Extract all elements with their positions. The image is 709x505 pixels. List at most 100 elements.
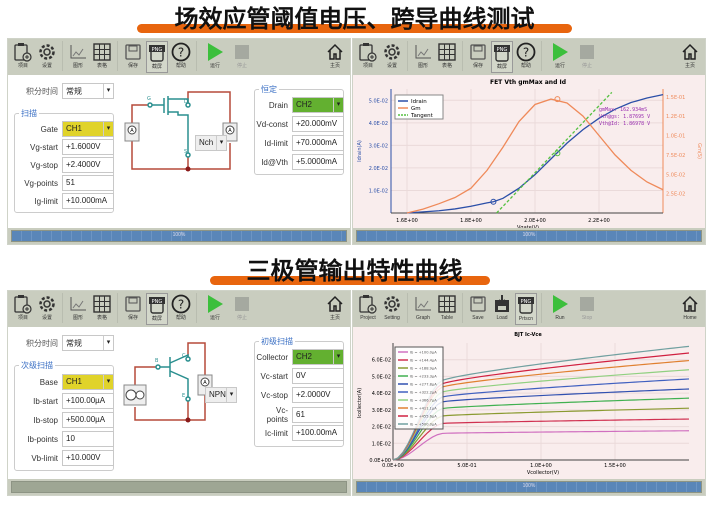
stop-icon [235,293,249,315]
graph-button[interactable]: 图形 [67,293,89,325]
series-line [392,430,690,461]
marker-point [554,150,561,157]
run-button[interactable]: Run [546,293,574,325]
drain-select[interactable]: CH2▾ [292,97,344,113]
gate-select[interactable]: CH1▾ [62,121,114,137]
graph-icon [414,41,432,63]
stop-button[interactable]: 停止 [231,41,253,73]
table-icon [93,293,111,315]
setting-button[interactable]: 设置 [36,41,58,73]
table-button[interactable]: 表格 [436,41,458,73]
help-label: 帮助 [520,63,531,69]
ib-start-input[interactable]: +100.00µA [62,393,114,409]
save-label: 保存 [127,63,138,69]
run-button[interactable]: 运行 [201,41,229,73]
vd-const-input[interactable]: +20.000mV [292,116,344,132]
home-icon [326,293,344,315]
id-vth-input[interactable]: +5.0000mA [292,154,344,170]
id-vth-label: Id@Vth [261,157,288,167]
home-button[interactable]: 主页 [324,41,346,73]
npn-transistor-symbol [155,353,191,402]
base-select[interactable]: CH1 ▾ [62,374,114,390]
run-button[interactable]: 运行 [546,41,574,73]
chevron-down-icon: ▾ [216,136,226,150]
save-button[interactable]: 保存 [122,293,144,325]
help-button[interactable]: ?帮助 [170,293,192,325]
load-label: Load [496,315,508,321]
play-icon [205,41,225,63]
vc-stop-input[interactable]: +2.0000V [292,387,344,403]
progress-bar [8,479,350,495]
separator [117,41,118,71]
table-button[interactable]: 表格 [91,41,113,73]
load-button[interactable]: Load [491,293,513,325]
vg-start-input[interactable]: +1.6000V [62,139,114,155]
stop-label: 停止 [236,315,247,321]
integration-time-value: 常规 [66,87,82,96]
table-label: 表格 [96,63,107,69]
help-button[interactable]: ?帮助 [515,41,537,73]
chevron-down-icon: ▾ [103,375,113,389]
run-button[interactable]: 运行 [201,293,229,325]
run-label: Run [555,315,565,321]
save-button[interactable]: 保存 [467,41,489,73]
vg-points-input[interactable]: 51 [62,175,114,191]
clipboard-add-icon [359,41,377,63]
prtscn-label: 截屏 [496,64,507,70]
ig-limit-input[interactable]: +10.000mA [62,193,114,209]
device-type-select[interactable]: Nch▾ [195,135,227,151]
run-label: 运行 [554,63,565,69]
ic-limit-input[interactable]: +100.00mA [292,425,344,441]
integration-time-label: 积分时间 [26,338,58,348]
integration-time-select[interactable]: 常规▾ [62,335,114,351]
device-type-select[interactable]: NPN▾ [205,387,237,403]
help-button[interactable]: ?帮助 [170,41,192,73]
setting-button[interactable]: 设置 [36,293,58,325]
collector-select[interactable]: CH2▾ [292,349,344,365]
gear-icon [37,293,57,315]
save-button[interactable]: 保存 [122,41,144,73]
project-button[interactable]: 项目 [12,293,34,325]
vg-stop-input[interactable]: +2.4000V [62,157,114,173]
play-icon [550,293,570,315]
base-value: CH1 [66,377,83,386]
gate-pin-label: G [147,96,151,102]
project-button[interactable]: Project [357,293,379,325]
home-button[interactable]: Home [679,293,701,325]
integration-time-select[interactable]: 常规▾ [62,83,114,99]
home-button[interactable]: 主页 [679,41,701,73]
stop-button[interactable]: 停止 [576,41,598,73]
table-button[interactable]: Table [436,293,458,325]
legend-label: Ib = +500.0µA [410,423,437,427]
setting-button[interactable]: 设置 [381,41,403,73]
project-button[interactable]: 项目 [357,41,379,73]
home-button[interactable]: 主页 [324,293,346,325]
graph-button[interactable]: 图形 [67,41,89,73]
ib-stop-input[interactable]: +500.00µA [62,412,114,428]
annotation-text: Vth@Id: 1.86978 V [599,121,650,127]
ib-points-input[interactable]: 10 [62,431,114,447]
graph-button[interactable]: 图形 [412,41,434,73]
svg-text:PNG: PNG [152,299,163,305]
id-limit-input[interactable]: +70.000mA [292,135,344,151]
y-tick-label: 3.0E-02 [372,408,391,414]
vc-start-input[interactable]: 0V [292,368,344,384]
setting-button[interactable]: Setting [381,293,403,325]
graph-button[interactable]: Graph [412,293,434,325]
vc-points-input[interactable]: 61 [292,407,344,423]
stop-button[interactable]: 停止 [231,293,253,325]
annotation-text: gmMax: 162.934mS [599,107,647,113]
x-tick-label: 1.5E+00 [604,463,626,469]
save-button[interactable]: Save [467,293,489,325]
table-icon [438,293,456,315]
save-label: 保存 [472,63,483,69]
table-button[interactable]: 表格 [91,293,113,325]
vb-limit-input[interactable]: +10.000V [62,450,114,466]
stop-button[interactable]: Stop [576,293,598,325]
project-button[interactable]: 项目 [12,41,34,73]
